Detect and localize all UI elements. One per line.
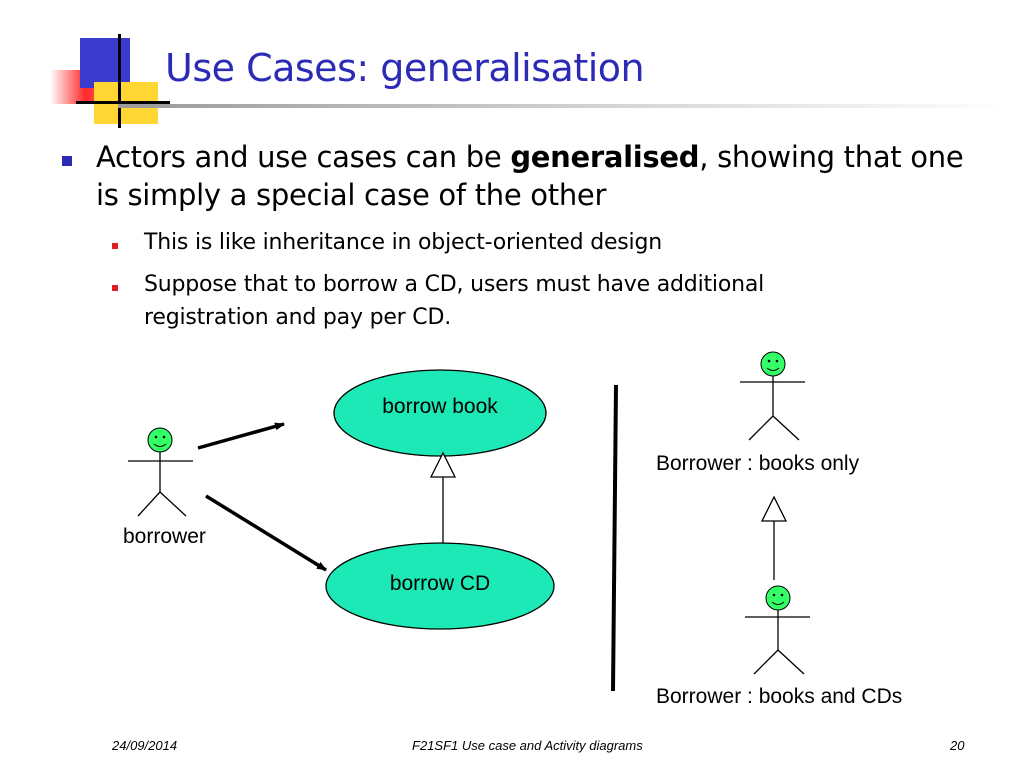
corner-logo-horizontal-line [76, 101, 170, 104]
corner-logo-blue [80, 38, 130, 88]
association-arrow-borrow-book [197, 422, 285, 450]
footer-page-number: 20 [950, 738, 965, 753]
slide-title: Use Cases: generalisation [165, 46, 645, 90]
bullet-main-text: Actors and use cases can be generalised,… [96, 138, 976, 214]
use-case-borrow-book [333, 369, 547, 457]
bullet-main-text-bold: generalised [510, 140, 700, 174]
bullet-main-text-post: , showing that one is simply a special c… [96, 140, 964, 212]
footer-date: 24/09/2014 [112, 738, 178, 753]
footer-course: F21SF1 Use case and Activity diagrams [412, 738, 643, 753]
sub-bullet-text-2: Suppose that to borrow a CD, users must … [144, 272, 765, 330]
association-arrow-borrow-cd [205, 494, 327, 572]
bullet-marker-main [62, 156, 72, 166]
title-underline [118, 104, 1010, 108]
bullet-marker-sub-2 [112, 285, 118, 291]
use-case-borrow-cd-label: borrow CD [390, 572, 490, 595]
actor-books-only-figure [740, 351, 805, 441]
actor-books-and-cds-head [765, 585, 791, 611]
corner-logo-vertical-line [118, 34, 121, 128]
actor-borrower-figure [128, 427, 193, 517]
generalisation-triangle-use-cases [429, 451, 457, 478]
actor-books-and-cds-figure [745, 585, 810, 675]
actor-books-only-label: Borrower : books only [656, 452, 860, 475]
bullet-marker-sub-1 [112, 243, 118, 249]
actor-books-only-head [760, 351, 786, 377]
actor-borrower-head [147, 427, 173, 453]
use-case-borrow-cd [325, 542, 555, 630]
sub-bullet-text-1: This is like inheritance in object-orien… [144, 230, 662, 255]
bullet-main-text-pre: Actors and use cases can be [96, 140, 511, 174]
use-case-borrow-book-label: borrow book [382, 395, 498, 418]
generalisation-triangle-actors [760, 495, 788, 522]
diagram-divider [611, 384, 618, 692]
actor-borrower-label: borrower [123, 525, 206, 548]
actor-books-and-cds-label: Borrower : books and CDs [656, 685, 902, 708]
